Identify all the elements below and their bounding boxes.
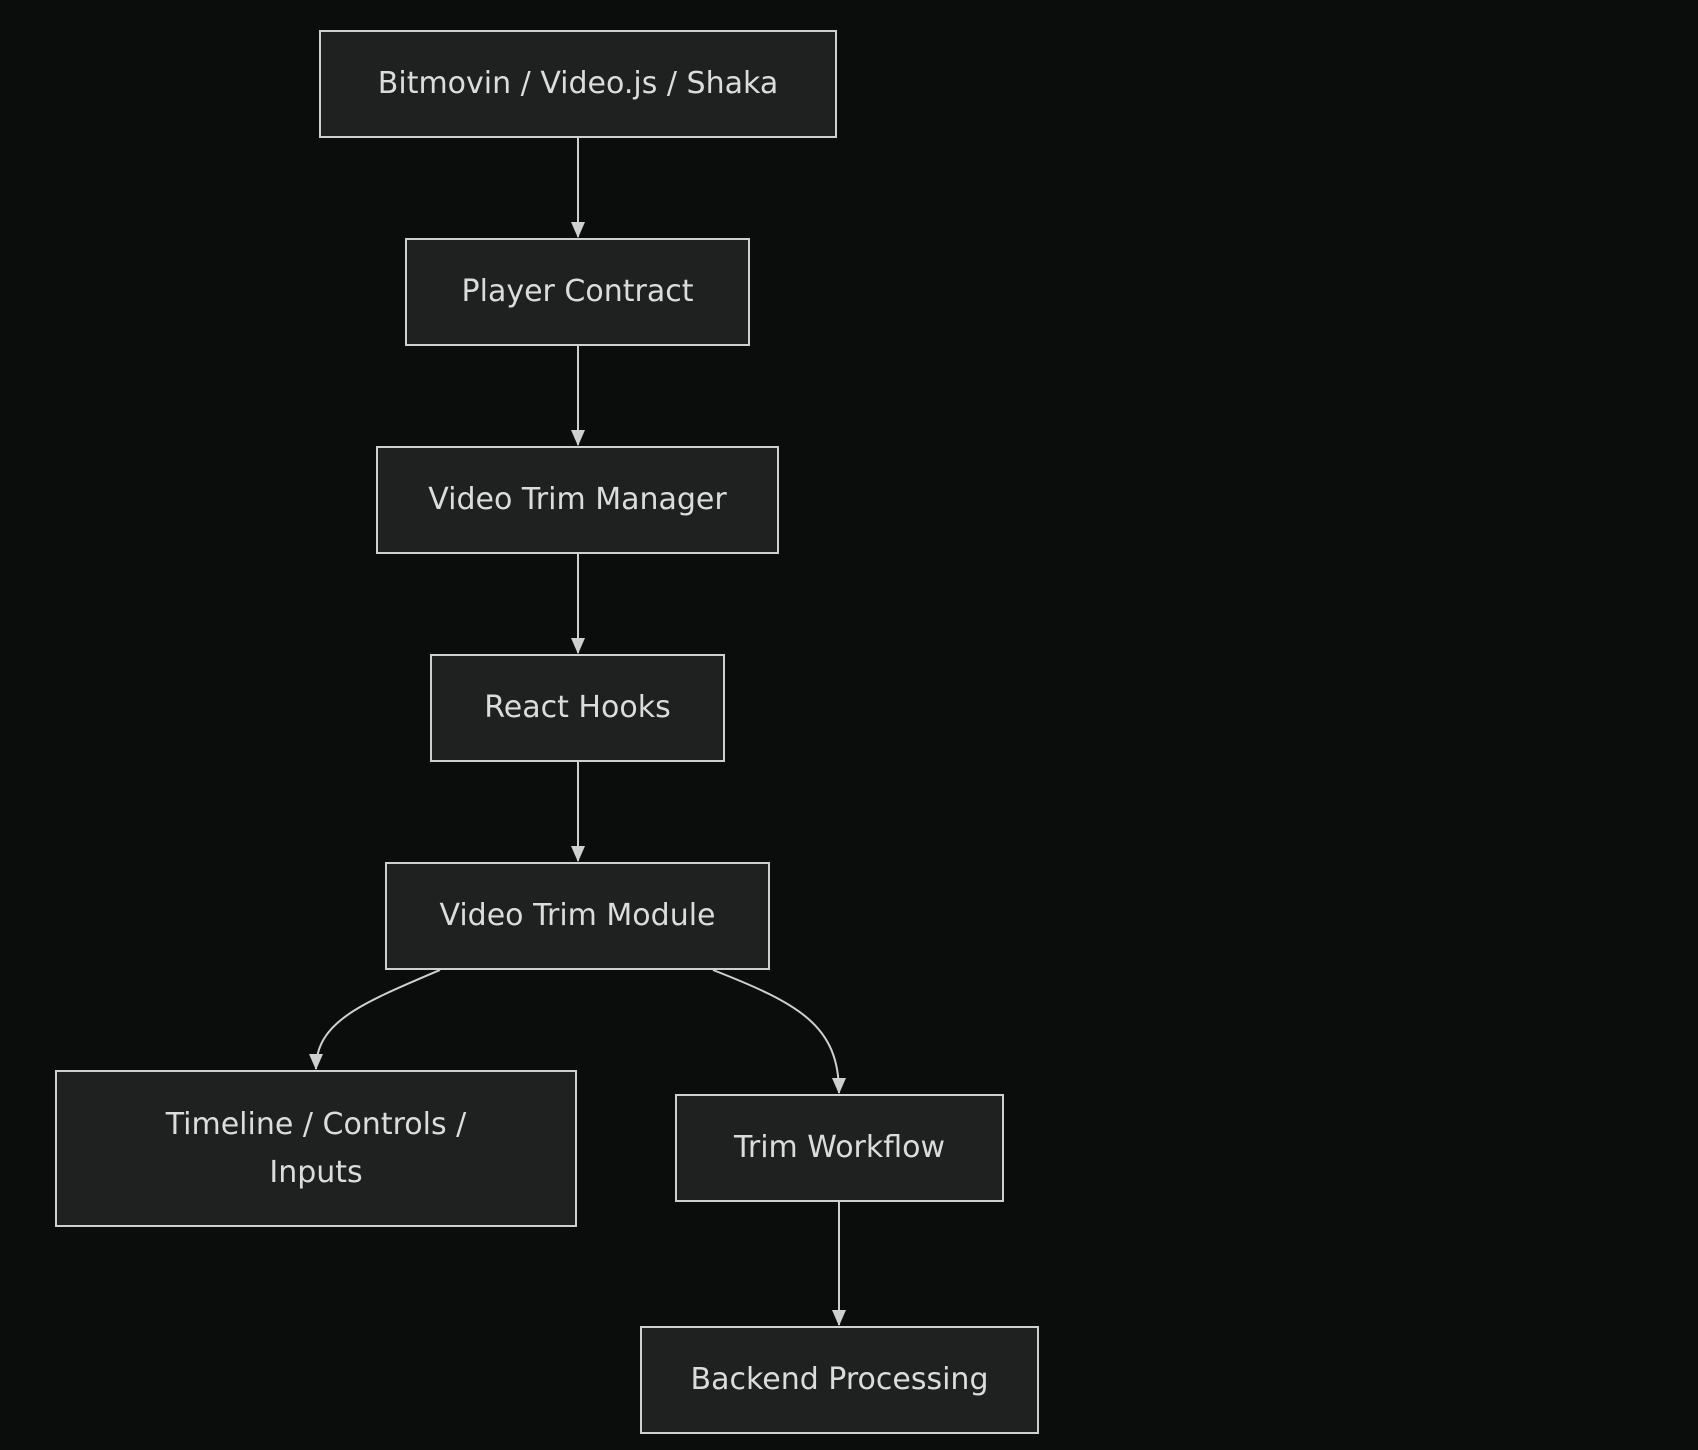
- node-label: React Hooks: [484, 690, 671, 725]
- node-label: Trim Workflow: [733, 1130, 946, 1165]
- node-video-trim-manager: Video Trim Manager: [376, 446, 779, 554]
- node-label: Timeline / Controls / Inputs: [165, 1106, 467, 1190]
- node-video-trim-module: Video Trim Module: [385, 862, 770, 970]
- edge-module-to-workflow: [712, 969, 846, 1094]
- node-label: Player Contract: [461, 274, 694, 309]
- node-trim-workflow: Trim Workflow: [675, 1094, 1004, 1202]
- node-label: Video Trim Module: [439, 898, 716, 933]
- node-label: Video Trim Manager: [428, 482, 727, 517]
- node-label: Bitmovin / Video.js / Shaka: [377, 66, 779, 101]
- node-backend-processing: Backend Processing: [640, 1326, 1039, 1434]
- node-player-libraries: Bitmovin / Video.js / Shaka: [319, 30, 837, 138]
- node-timeline-controls-inputs: Timeline / Controls / Inputs: [55, 1070, 577, 1227]
- node-player-contract: Player Contract: [405, 238, 750, 346]
- node-label: Backend Processing: [690, 1362, 989, 1397]
- edge-module-to-timeline: [309, 969, 441, 1070]
- node-react-hooks: React Hooks: [430, 654, 725, 762]
